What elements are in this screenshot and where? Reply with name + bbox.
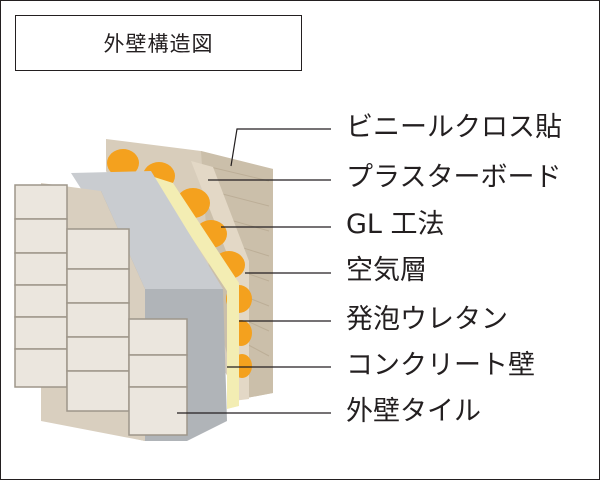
label-exterior-tile: 外壁タイル [346,396,481,427]
leader-lines [177,128,331,414]
label-air-layer: 空気層 [346,255,427,286]
label-gl-method: GL 工法 [346,209,445,240]
exterior-tiles [14,184,188,436]
label-plaster-board: プラスターボード [346,162,562,193]
label-vinyl-cloth: ビニールクロス貼 [346,112,562,143]
air-layer [151,176,239,409]
label-concrete-wall: コンクリート壁 [346,350,535,381]
label-urethane-foam: 発泡ウレタン [346,304,508,335]
concrete-top [71,171,223,289]
diagram-title: 外壁構造図 [15,15,302,71]
